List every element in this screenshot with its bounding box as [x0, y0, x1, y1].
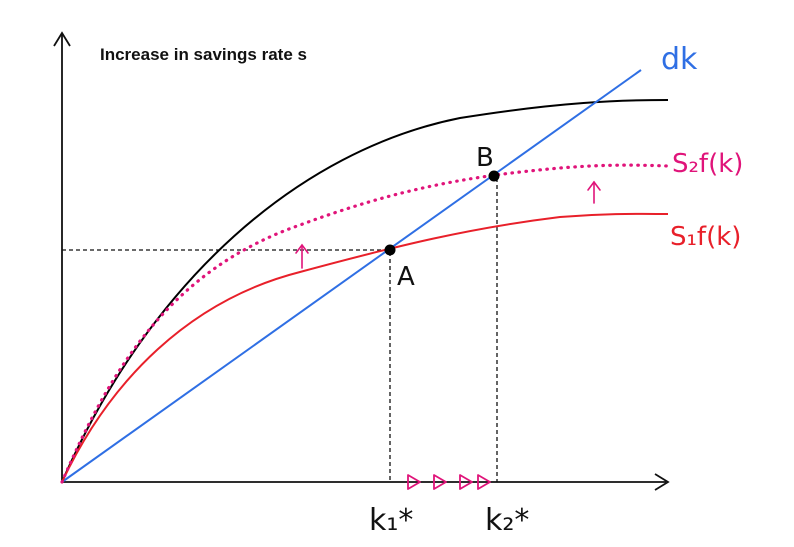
axes — [53, 31, 670, 491]
depreciation-label: dk — [661, 42, 698, 77]
transition-marker — [477, 474, 491, 490]
savings-curve-new — [60, 163, 670, 484]
savings-curve-old — [61, 212, 669, 483]
k2-label: k₂* — [485, 503, 529, 538]
guide-lines — [62, 178, 498, 482]
transition-marker — [407, 474, 421, 490]
shift-arrow-right — [587, 180, 601, 204]
y-axis-arrowhead — [53, 31, 71, 47]
savings-old-label: S₁f(k) — [670, 222, 741, 252]
transition-marker — [433, 474, 447, 490]
point-a-label: A — [397, 262, 415, 292]
k1-label: k₁* — [369, 503, 413, 538]
point-a-marker — [384, 244, 396, 256]
transition-markers — [407, 474, 491, 490]
point-b-label: B — [476, 143, 494, 173]
diagram-title: Increase in savings rate s — [100, 45, 307, 64]
depreciation-line — [61, 69, 642, 483]
shift-arrows — [295, 180, 601, 269]
savings-new-label: S₂f(k) — [672, 149, 743, 179]
production-curve — [61, 99, 669, 483]
transition-marker — [459, 474, 473, 490]
shift-arrow-left — [295, 243, 309, 269]
x-axis-arrowhead — [654, 473, 670, 491]
point-b-marker — [488, 170, 500, 182]
